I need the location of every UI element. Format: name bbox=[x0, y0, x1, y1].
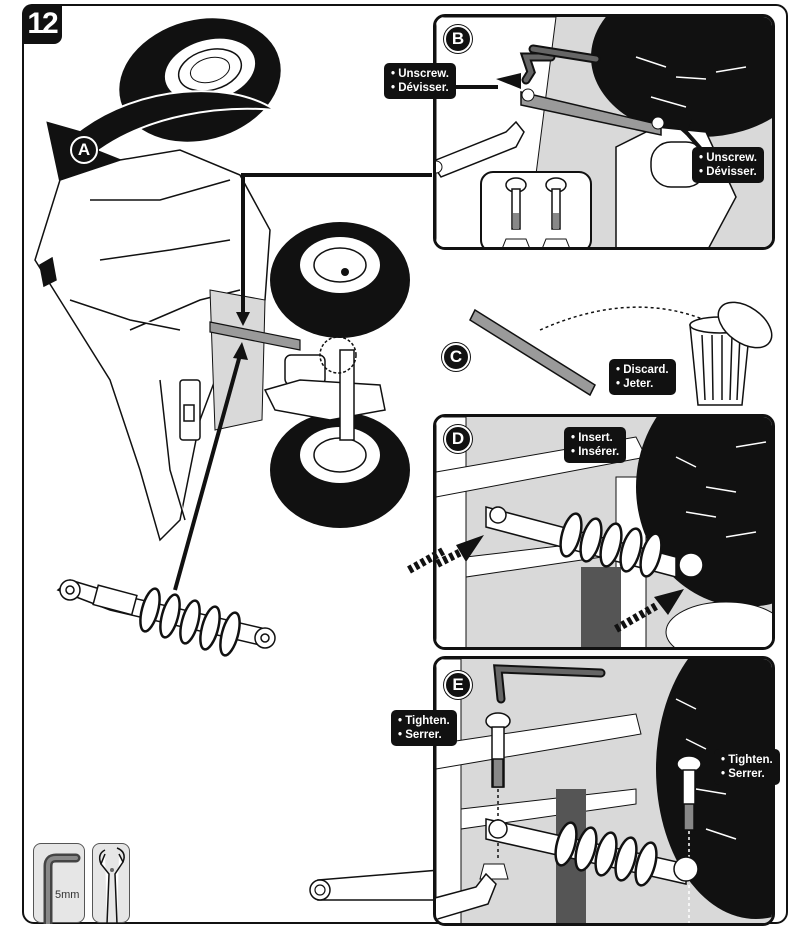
insert-arrow-right bbox=[614, 589, 684, 633]
trash-can-icon bbox=[689, 301, 773, 406]
callout-b-left: • Unscrew. • Dévisser. bbox=[384, 63, 456, 99]
discarded-bar bbox=[469, 308, 596, 397]
callout-text: • Insérer. bbox=[571, 446, 620, 458]
arrow-left bbox=[496, 73, 521, 89]
panel-b: B bbox=[433, 14, 775, 250]
callout-text: • Tighten. bbox=[721, 754, 773, 766]
tool-size-label: 5mm bbox=[55, 889, 80, 901]
arrow-right bbox=[668, 119, 692, 135]
callout-text: • Dévisser. bbox=[391, 82, 449, 94]
lower-wheel-illustration bbox=[270, 412, 410, 528]
wrench-e bbox=[436, 872, 497, 921]
callout-text: • Serrer. bbox=[721, 768, 765, 780]
callout-text: • Serrer. bbox=[398, 729, 442, 741]
callout-text: • Dévisser. bbox=[699, 166, 757, 178]
adjustable-wrench-icon bbox=[98, 847, 125, 924]
step-a-label: A bbox=[70, 136, 98, 164]
panel-e: E bbox=[433, 656, 775, 926]
step-number: 12 bbox=[22, 4, 62, 44]
panel-e-letter: E bbox=[444, 671, 472, 699]
removed-tire-illustration bbox=[119, 18, 281, 142]
wrench-icon bbox=[436, 120, 525, 178]
wrench-bottom-illustration bbox=[317, 869, 441, 901]
insert-arrow-left bbox=[436, 535, 484, 569]
callout-text: • Unscrew. bbox=[699, 152, 757, 164]
insert-arrow-outside bbox=[407, 546, 447, 574]
callout-text: • Insert. bbox=[571, 432, 613, 444]
callout-text: • Unscrew. bbox=[391, 68, 449, 80]
callout-d: • Insert. • Insérer. bbox=[564, 427, 627, 463]
panel-b-illustration bbox=[436, 17, 772, 247]
callout-text: • Discard. bbox=[616, 364, 669, 376]
callout-c: • Discard. • Jeter. bbox=[609, 359, 676, 395]
panel-c-letter: C bbox=[442, 343, 470, 371]
callout-b-right: • Unscrew. • Dévisser. bbox=[692, 147, 764, 183]
panel-b-letter: B bbox=[444, 25, 472, 53]
panel-d: D • Insert. • Insérer. bbox=[433, 414, 775, 650]
bolts-inset bbox=[480, 171, 592, 247]
bolt-left bbox=[485, 712, 511, 788]
panel-c-illustration bbox=[469, 301, 773, 406]
panel-e-illustration bbox=[436, 659, 772, 923]
upper-wheel-illustration bbox=[270, 222, 410, 338]
hex-key-icon bbox=[43, 853, 81, 924]
shock-absorber-illustration bbox=[56, 579, 276, 657]
callout-e-left: • Tighten. • Serrer. bbox=[391, 710, 457, 746]
shock-absorber-e bbox=[485, 818, 699, 887]
callout-text: • Jeter. bbox=[616, 378, 654, 390]
panel-d-illustration bbox=[436, 417, 772, 647]
tool-hex-key: 5mm bbox=[33, 843, 85, 924]
callout-text: • Tighten. bbox=[398, 715, 450, 727]
bolt-right bbox=[676, 755, 702, 831]
bar-part bbox=[520, 91, 662, 136]
shock-absorber-d bbox=[485, 506, 704, 578]
callout-e-right: • Tighten. • Serrer. bbox=[714, 749, 780, 785]
panel-d-letter: D bbox=[444, 425, 472, 453]
tool-wrench bbox=[92, 843, 130, 924]
